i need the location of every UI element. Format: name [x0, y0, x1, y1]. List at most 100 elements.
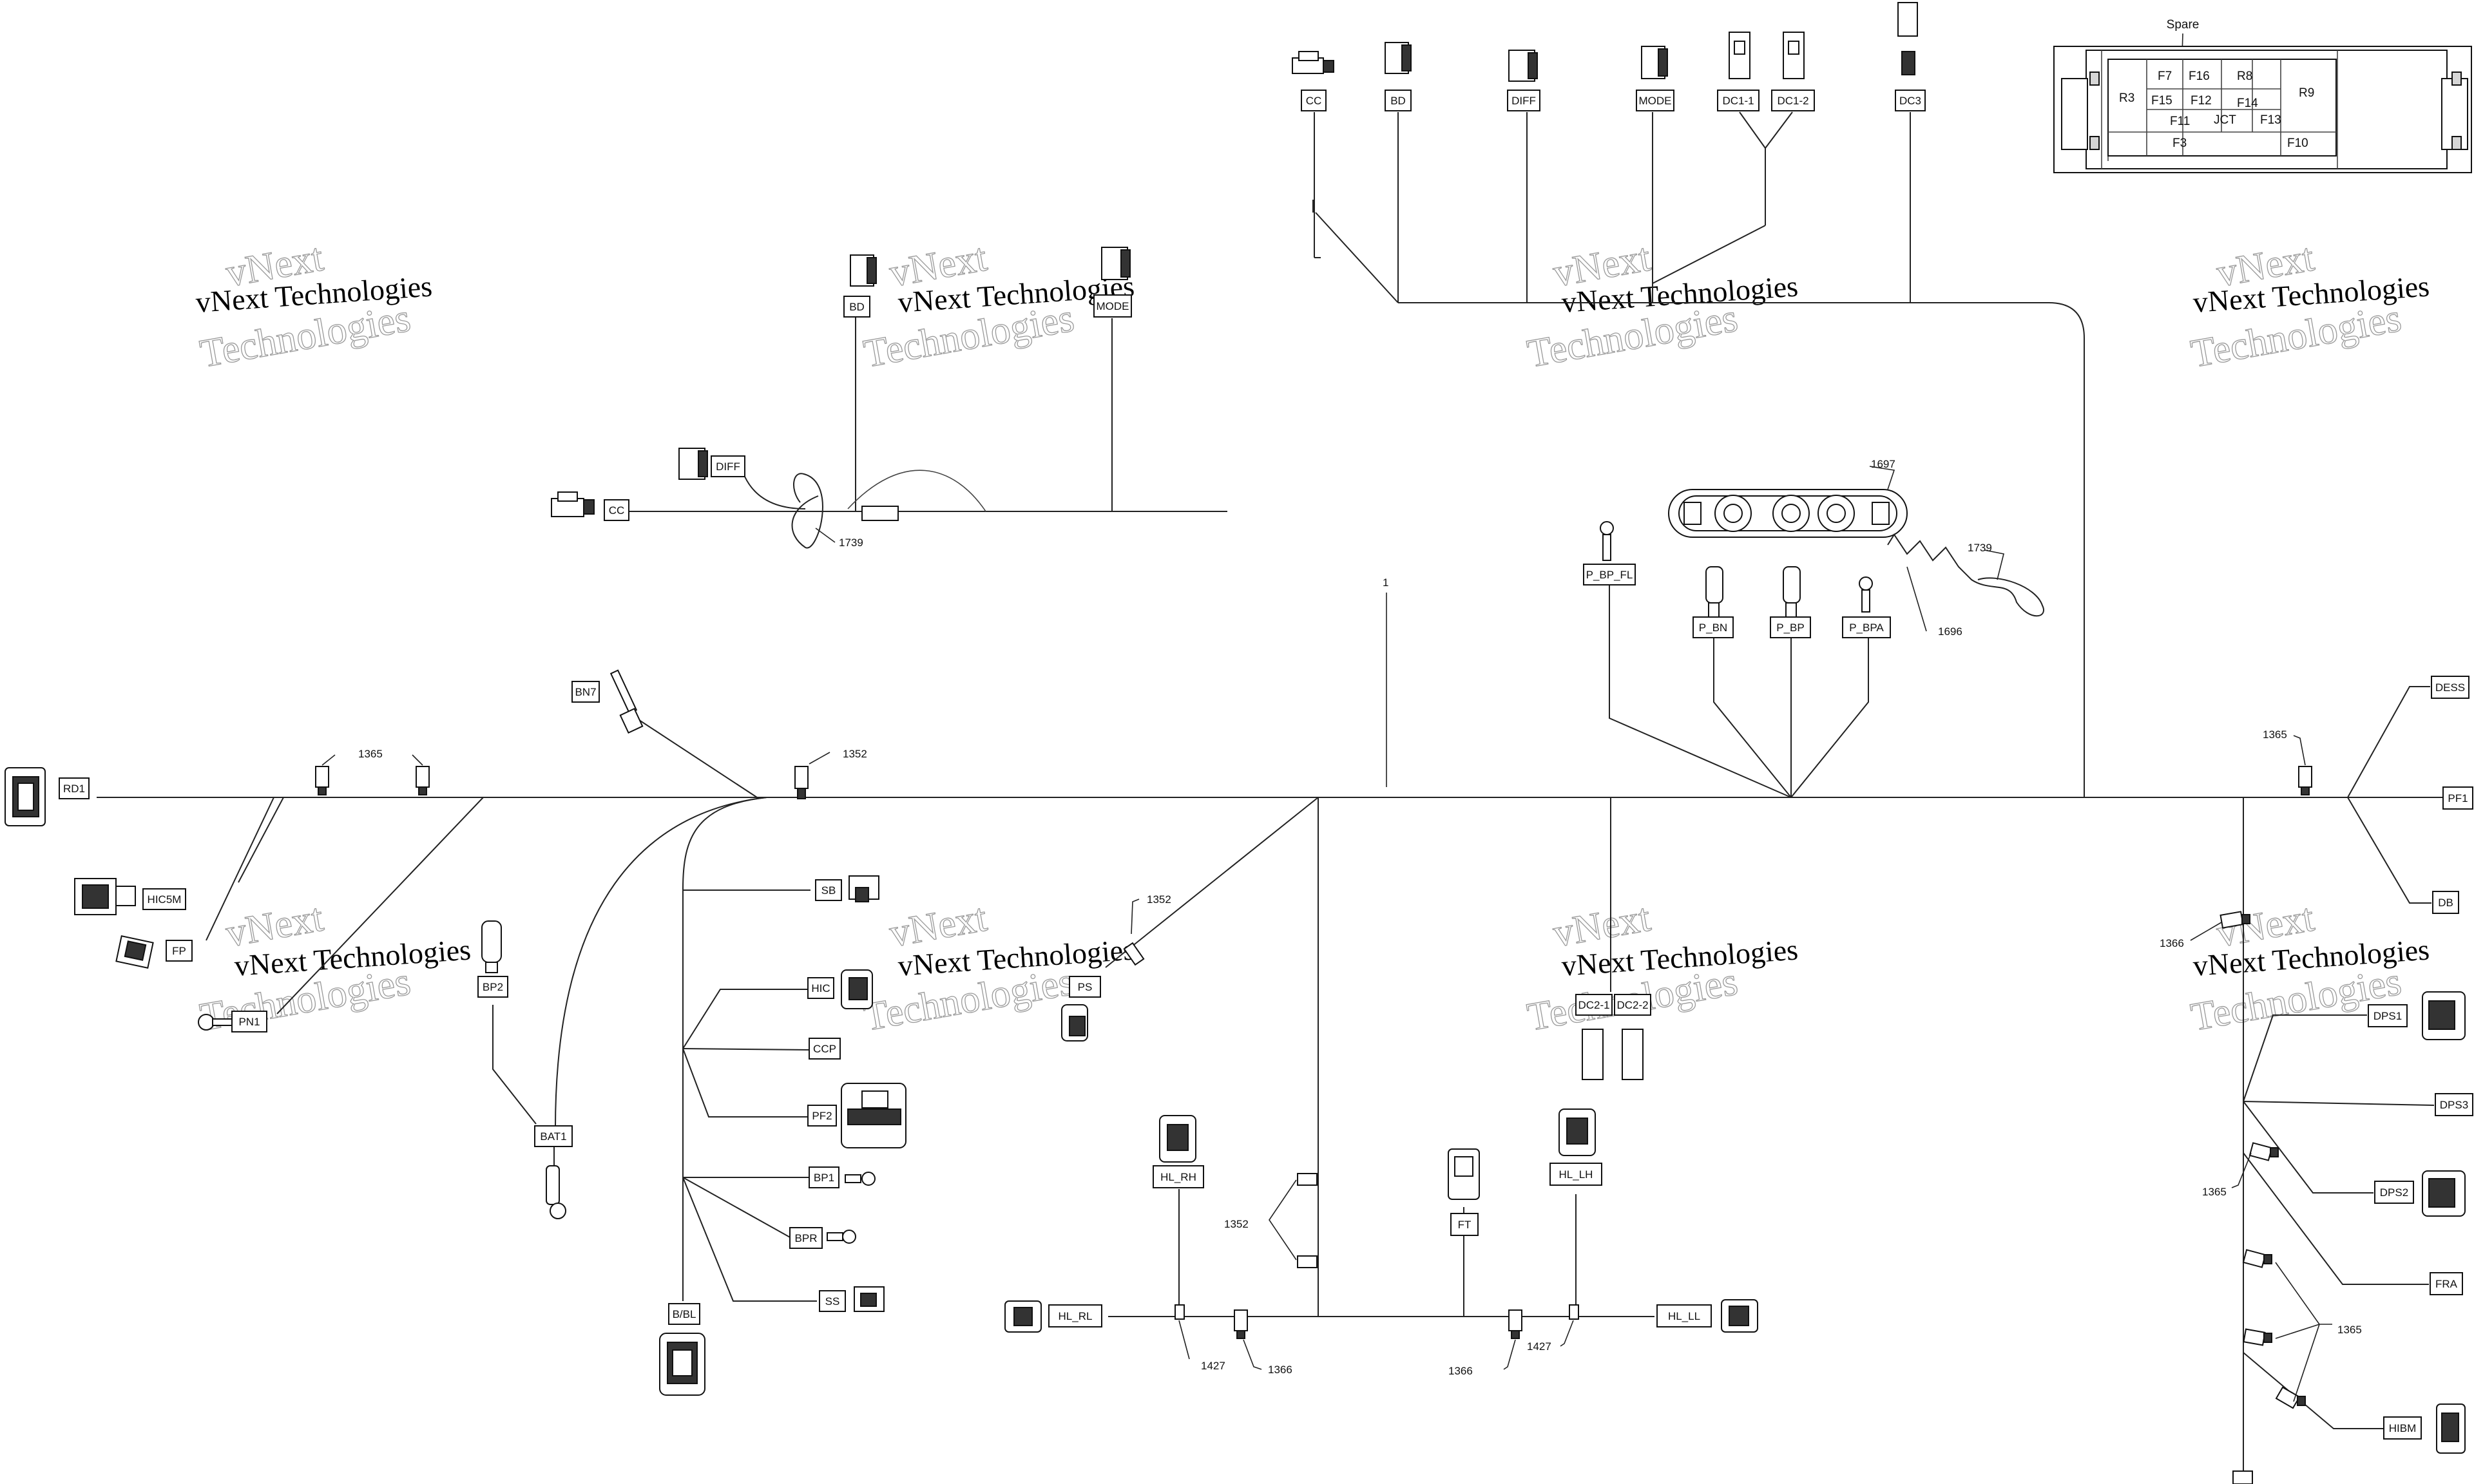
splice-1365-right-top: 1365: [2263, 728, 2312, 795]
splice-1352-lower: 1352: [1224, 1173, 1318, 1268]
connector-dess[interactable]: DESS: [2431, 676, 2469, 699]
connector-bp2[interactable]: BP2: [477, 920, 508, 998]
label-dc2-1: DC2-1: [1578, 999, 1609, 1011]
label-diff-upper: DIFF: [716, 461, 740, 473]
connector-rd1[interactable]: RD1: [5, 767, 90, 826]
label-hl-rl: HL_RL: [1059, 1310, 1093, 1322]
ref-1352-mid: 1352: [1147, 893, 1171, 906]
connector-hl-ll[interactable]: HL_LL: [1656, 1299, 1758, 1333]
label-bd: BD: [1390, 95, 1406, 107]
connector-mode-top[interactable]: MODE: [1636, 46, 1674, 111]
connector-bd-top[interactable]: BD: [1385, 42, 1412, 111]
terminal-p-bn[interactable]: P_BN: [1692, 566, 1734, 638]
ref-1365-right-mid: 1365: [2202, 1186, 2227, 1198]
label-pf1: PF1: [2448, 792, 2468, 804]
label-dps2: DPS2: [2380, 1186, 2408, 1199]
connector-hic5m[interactable]: HIC5M: [74, 878, 186, 915]
fuse-cell: F12: [2191, 94, 2212, 108]
connector-bd-upper[interactable]: BD: [843, 254, 877, 318]
connector-cc-top[interactable]: CC: [1292, 51, 1334, 111]
label-diff: DIFF: [1511, 95, 1536, 107]
fuse-cell: F13: [2260, 113, 2281, 127]
connector-cc-upper[interactable]: CC: [551, 491, 629, 521]
label-mode-upper: MODE: [1097, 300, 1129, 312]
connector-hl-lh[interactable]: HL_LH: [1549, 1108, 1602, 1186]
connector-hl-rl[interactable]: HL_RL: [1004, 1300, 1102, 1333]
connector-dps3[interactable]: DPS3: [2435, 1093, 2473, 1116]
connector-dc1-2-top[interactable]: DC1-2: [1771, 32, 1815, 111]
fuse-cell: R3: [2119, 91, 2134, 105]
label-db: DB: [2438, 897, 2453, 909]
connector-dc2-2[interactable]: DC2-2: [1614, 994, 1651, 1080]
terminal-p-bpa[interactable]: P_BPA: [1842, 576, 1891, 638]
connector-hic[interactable]: HIC: [807, 969, 873, 1009]
terminal-p-bp[interactable]: P_BP: [1770, 566, 1811, 638]
connector-bn7[interactable]: BN7: [571, 669, 644, 734]
connector-diff-top[interactable]: DIFF: [1507, 50, 1540, 111]
ref-1696: 1696: [1938, 625, 1962, 638]
mid-wiring: [1105, 797, 1654, 1317]
ref-1352-lower: 1352: [1224, 1218, 1249, 1230]
connector-pf2[interactable]: PF2: [807, 1083, 906, 1148]
label-ccp: CCP: [813, 1043, 836, 1055]
fuse-cell: JCT: [2214, 113, 2236, 127]
watermark: vNext vNext Technologies Technologies: [195, 235, 433, 377]
right-wiring: [2243, 686, 2435, 1481]
connector-bat1[interactable]: BAT1: [534, 1125, 573, 1219]
connector-mode-upper[interactable]: MODE: [1093, 247, 1132, 318]
fuse-cell: R8: [2237, 70, 2252, 83]
label-pn1: PN1: [238, 1016, 260, 1028]
connector-ft[interactable]: FT: [1448, 1148, 1480, 1236]
connector-bpr[interactable]: BPR: [789, 1227, 856, 1249]
connector-dps2[interactable]: DPS2: [2374, 1170, 2466, 1217]
connector-fra[interactable]: FRA: [2430, 1272, 2463, 1295]
fuse-cell: F14: [2237, 97, 2258, 110]
harness-ref: 1: [1383, 576, 1388, 787]
fuse-cell: F3: [2172, 137, 2187, 150]
splice-1352-main: 1352: [794, 748, 867, 799]
ref-1365-right-top: 1365: [2263, 728, 2287, 741]
splice-1352-mid: 1352: [1123, 893, 1171, 966]
connector-hl-rh[interactable]: HL_RH: [1153, 1115, 1204, 1188]
connector-db[interactable]: DB: [2432, 891, 2459, 914]
ref-1366-right: 1366: [2160, 937, 2184, 949]
connector-diff-upper[interactable]: DIFF: [678, 448, 745, 480]
connector-pn1[interactable]: PN1: [198, 1011, 267, 1032]
fuse-cell: F7: [2158, 70, 2172, 83]
label-hl-ll: HL_LL: [1668, 1310, 1700, 1322]
ref-1739-left: 1739: [839, 537, 863, 549]
watermarks: vNext vNext Technologies Technologies vN…: [195, 235, 2430, 1040]
connector-dc1-1-top[interactable]: DC1-1: [1717, 32, 1760, 111]
ref-1427-right: 1427: [1527, 1340, 1551, 1353]
connector-dc3-top[interactable]: DC3: [1895, 2, 1926, 111]
connector-ps[interactable]: PS: [1061, 976, 1101, 1042]
ref-1697: 1697: [1871, 458, 1895, 470]
connector-ss[interactable]: SS: [819, 1286, 885, 1312]
label-cc-upper: CC: [609, 504, 625, 517]
terminal-p-bp-fl[interactable]: P_BP_FL: [1583, 521, 1636, 585]
connector-dps1[interactable]: DPS1: [2368, 991, 2466, 1040]
connector-ccp[interactable]: CCP: [809, 1038, 841, 1060]
splice-1365-right-bottom: 1365: [2242, 1249, 2362, 1409]
label-cc: CC: [1306, 95, 1322, 107]
connector-dc2-1[interactable]: DC2-1: [1575, 994, 1613, 1080]
battery-post-assembly: 1697 1739 1696: [1668, 458, 2044, 638]
watermark: vNext vNext Technologies Technologies: [1524, 895, 1799, 1040]
ref-1739-right: 1739: [1968, 542, 1992, 554]
connector-fp[interactable]: FP: [115, 935, 193, 969]
connector-hibm[interactable]: HIBM: [2383, 1403, 2466, 1454]
label-bp1: BP1: [814, 1172, 834, 1184]
watermark: vNext vNext Technologies Technologies: [860, 895, 1136, 1040]
label-p-bp-fl: P_BP_FL: [1586, 569, 1633, 581]
ref-1365-right-bottom: 1365: [2337, 1324, 2362, 1336]
label-sb: SB: [821, 884, 836, 897]
connector-pf1[interactable]: PF1: [2442, 786, 2473, 810]
label-bat1: BAT1: [540, 1130, 566, 1143]
left-branch-wiring: [682, 889, 817, 1302]
connector-sb[interactable]: SB: [815, 875, 879, 902]
label-ps: PS: [1078, 981, 1093, 993]
connector-b-bl[interactable]: B/BL: [659, 1303, 705, 1396]
connector-bp1[interactable]: BP1: [809, 1166, 876, 1188]
